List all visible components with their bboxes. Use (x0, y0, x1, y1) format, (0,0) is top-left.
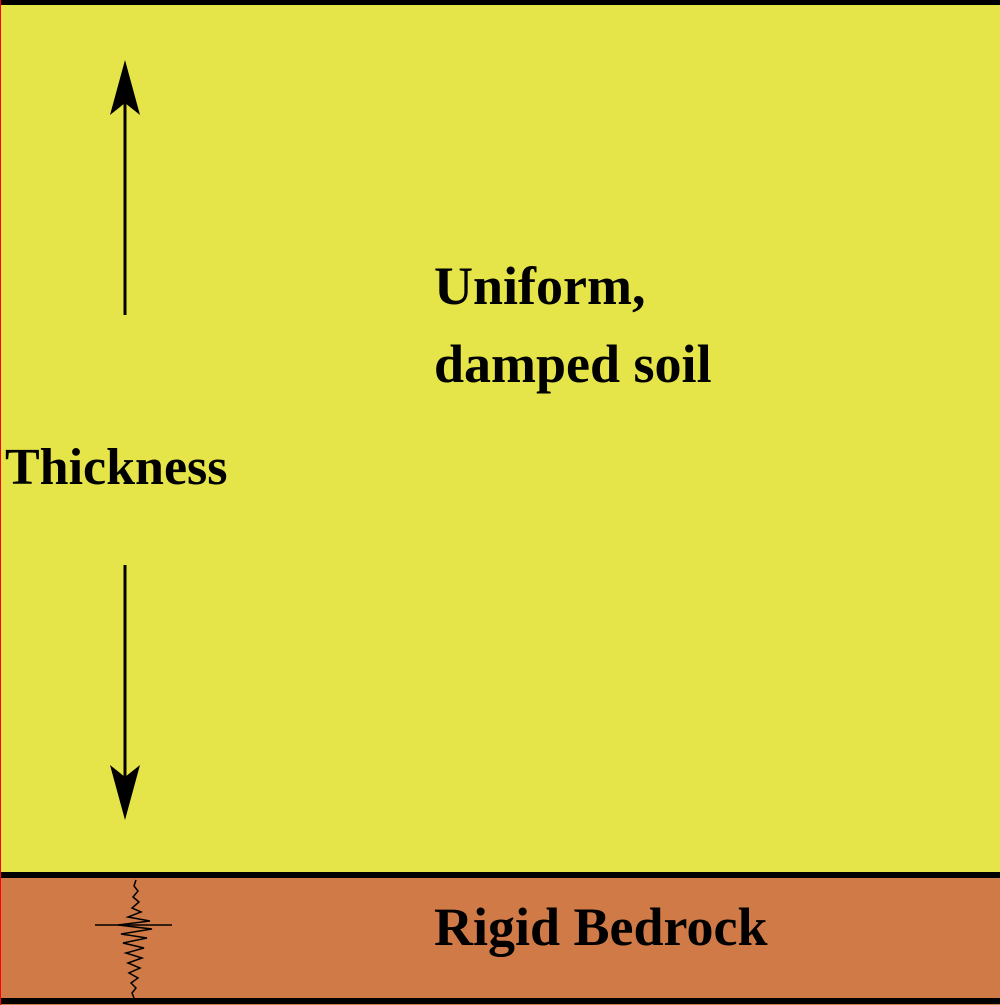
soil-label-line-2: damped soil (434, 334, 712, 394)
soil-layer (0, 0, 1000, 875)
bedrock-label: Rigid Bedrock (434, 897, 768, 957)
arrow-up-icon (110, 60, 140, 315)
thickness-label: Thickness (5, 439, 228, 496)
bedrock-layer (0, 875, 1000, 1005)
seismogram-icon (95, 879, 172, 999)
arrow-down-icon (110, 565, 140, 820)
soil-label-line-1: Uniform, (434, 256, 645, 316)
